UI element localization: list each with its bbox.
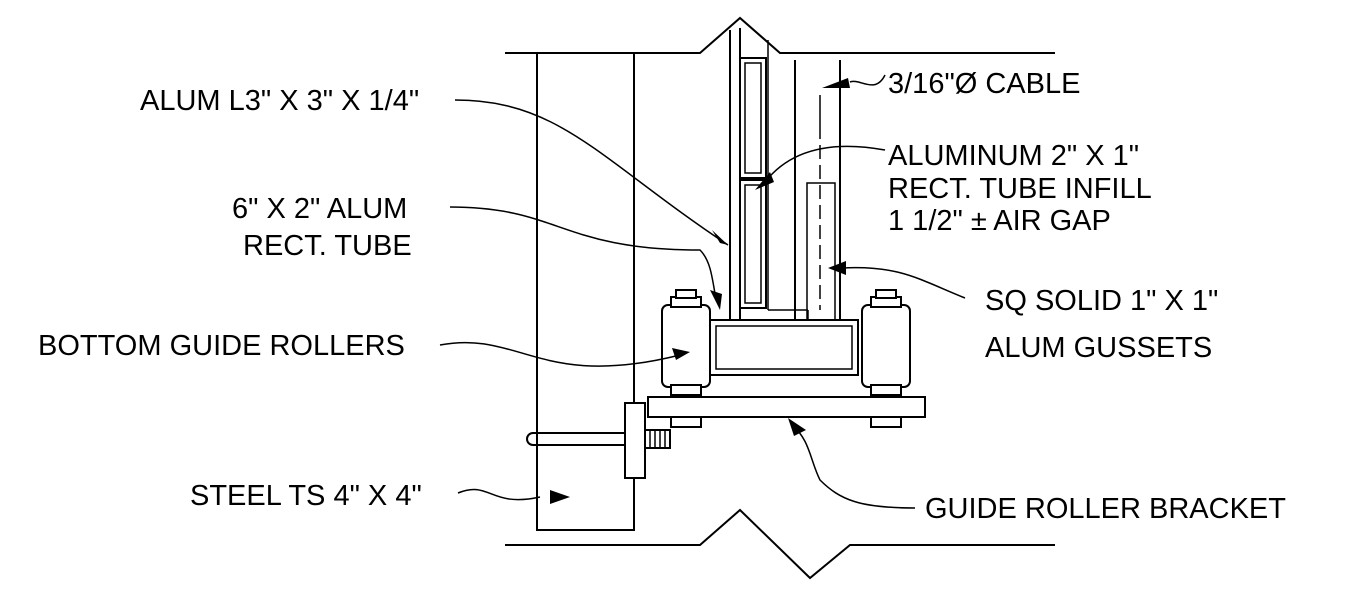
gusset bbox=[806, 182, 836, 321]
rect-tube-6x2 bbox=[709, 319, 859, 376]
leader-gussets bbox=[828, 261, 966, 299]
steel-tube-post bbox=[536, 52, 635, 531]
label-cable: 3/16"Ø CABLE bbox=[888, 68, 1080, 100]
guide-roller-bracket bbox=[526, 396, 926, 479]
gate-vertical-frame bbox=[729, 28, 841, 321]
label-gussets-line-2: ALUM GUSSETS bbox=[985, 332, 1212, 364]
label-alum-angle: ALUM L3" X 3" X 1/4" bbox=[140, 85, 419, 117]
leader-steel-ts bbox=[457, 488, 570, 504]
leader-alum-angle bbox=[454, 99, 729, 246]
label-infill-line-1: ALUMINUM 2" X 1" bbox=[888, 140, 1139, 172]
label-infill-line-3: 1 1/2" ± AIR GAP bbox=[888, 205, 1111, 237]
leader-cable bbox=[822, 74, 886, 88]
leader-bracket bbox=[788, 418, 916, 509]
leader-rollers bbox=[439, 341, 690, 367]
label-steel-ts: STEEL TS 4" X 4" bbox=[190, 480, 422, 512]
leader-infill bbox=[755, 145, 886, 190]
label-rect-tube-line-2: RECT. TUBE bbox=[243, 230, 412, 262]
right-roller bbox=[861, 289, 911, 396]
leader-rect-tube bbox=[449, 206, 722, 310]
label-infill-line-2: RECT. TUBE INFILL bbox=[888, 173, 1152, 205]
bottom-break-line bbox=[505, 508, 1055, 580]
top-break-line bbox=[505, 16, 1055, 54]
label-gussets-line-1: SQ SOLID 1" X 1" bbox=[985, 285, 1218, 317]
infill-tube-1 bbox=[739, 57, 767, 179]
label-rollers: BOTTOM GUIDE ROLLERS bbox=[38, 330, 405, 362]
left-roller bbox=[661, 289, 711, 396]
label-bracket: GUIDE ROLLER BRACKET bbox=[925, 493, 1286, 525]
label-rect-tube-line-1: 6" X 2" ALUM bbox=[232, 193, 407, 225]
infill-tube-2 bbox=[739, 179, 767, 309]
